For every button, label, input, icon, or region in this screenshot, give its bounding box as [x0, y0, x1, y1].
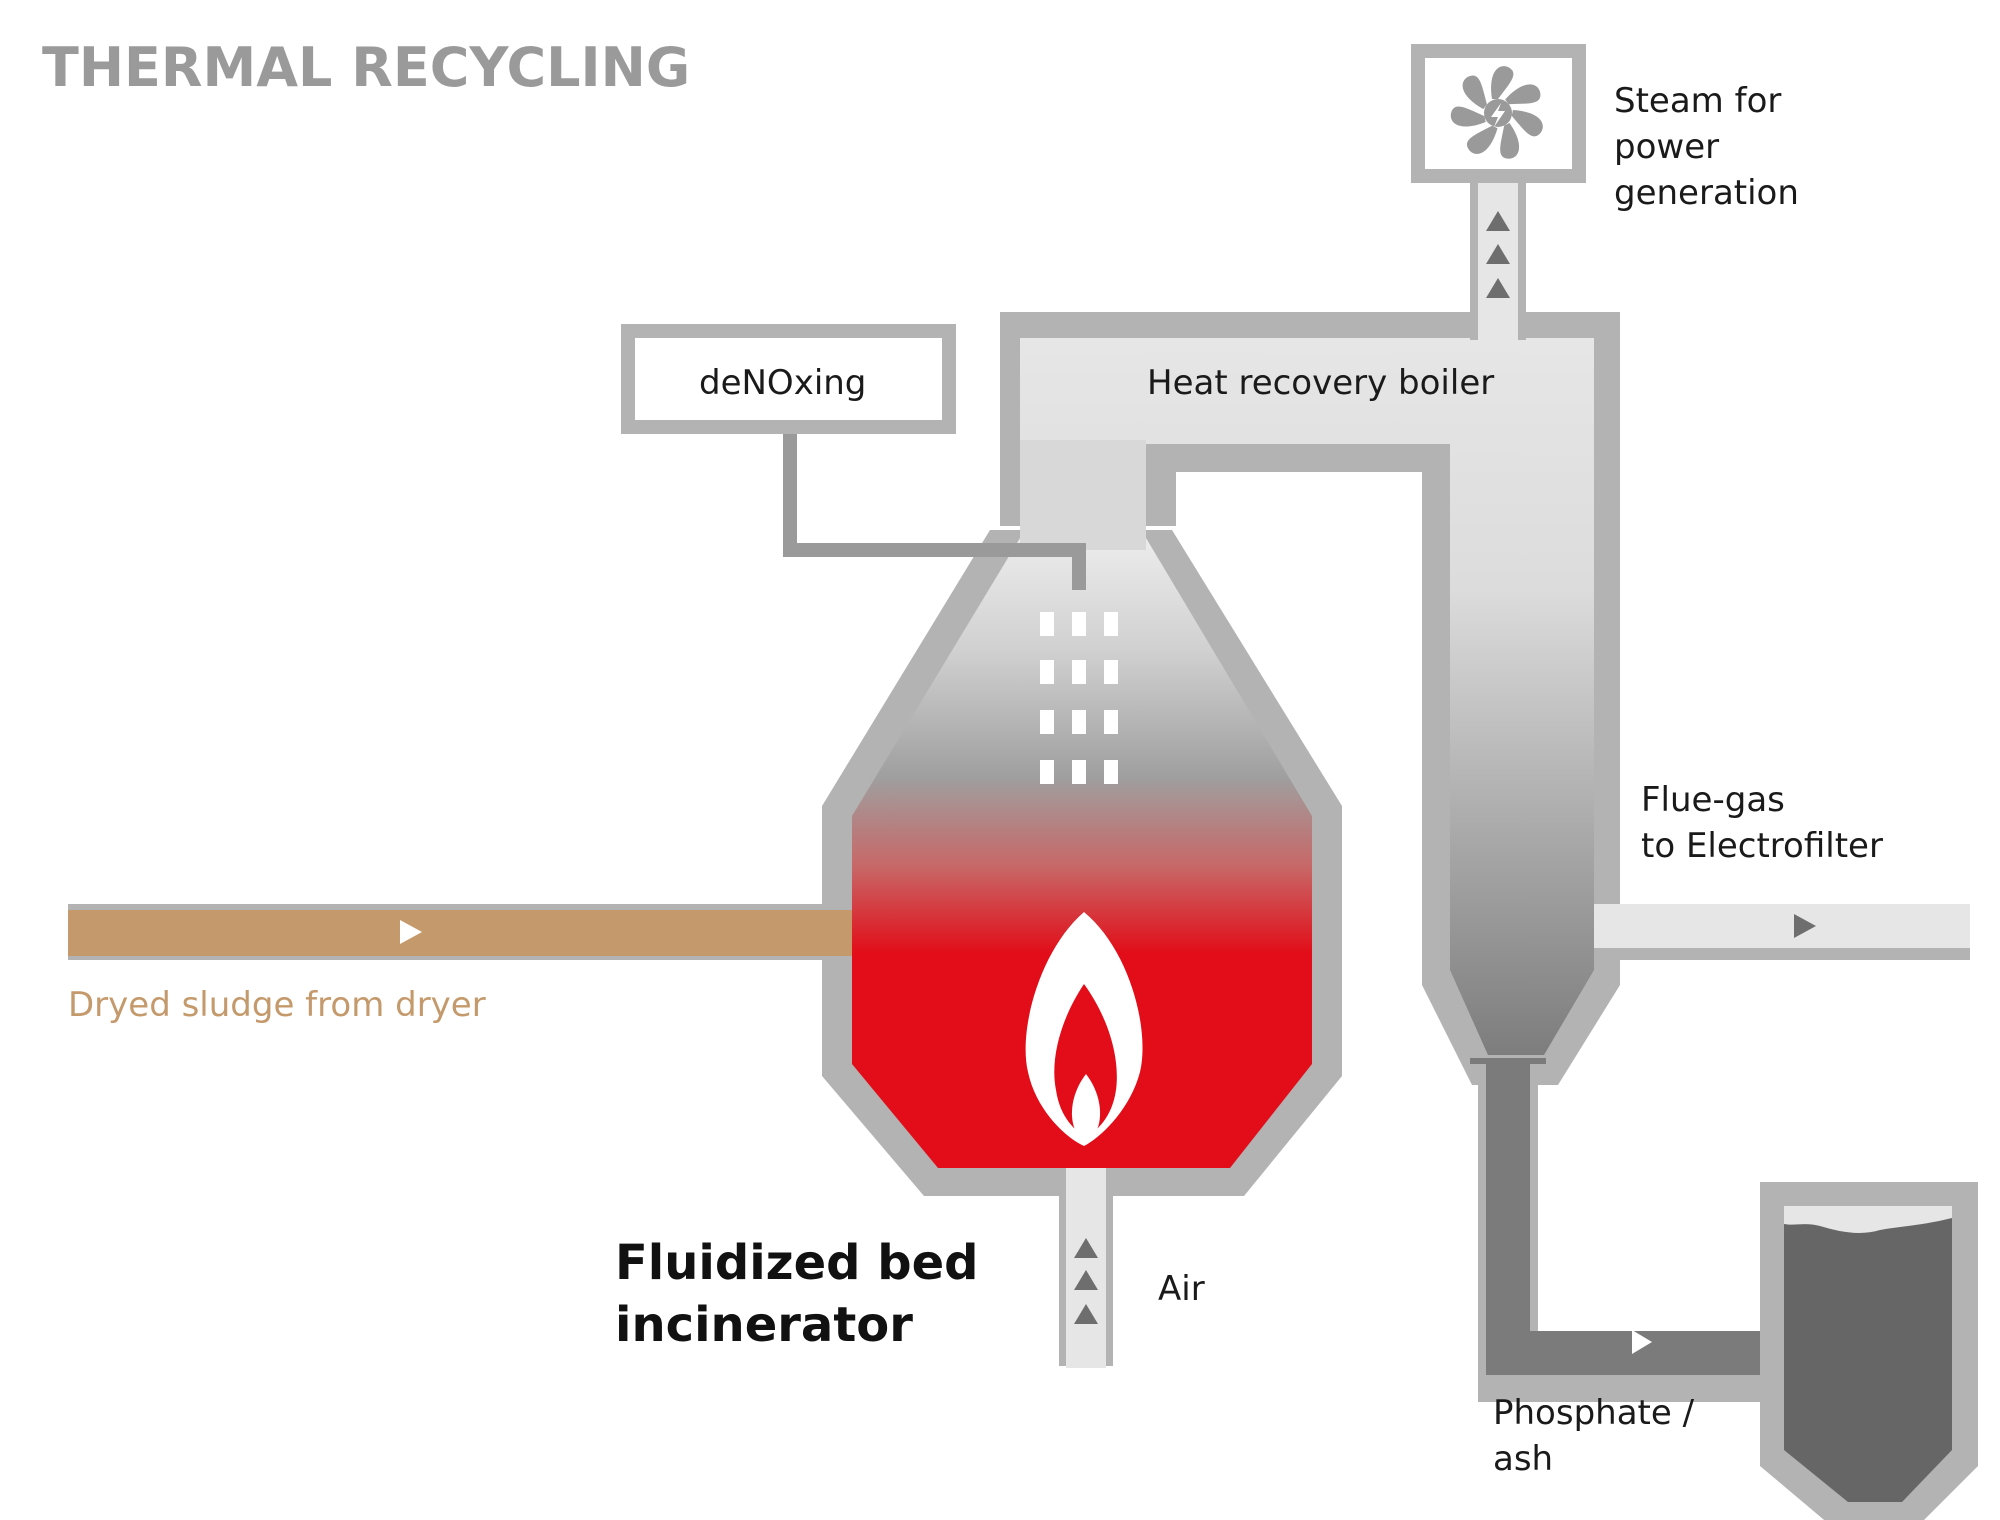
flame-icon	[1025, 912, 1143, 1146]
ash-pipe-wall	[1478, 1060, 1780, 1402]
heat-recovery-boiler-label: Heat recovery boiler	[1147, 363, 1495, 403]
phosphate-label-line2: ash	[1493, 1439, 1554, 1479]
sludge-pipe	[68, 910, 852, 956]
denoxing-label: deNOxing	[699, 363, 867, 403]
flue-gas-pipe	[1594, 904, 1970, 948]
page-title: THERMAL RECYCLING	[42, 36, 691, 99]
steam-label-line1: Steam for	[1614, 81, 1782, 121]
ash-bin-fill	[1784, 1212, 1952, 1502]
dryed-sludge-label: Dryed sludge from dryer	[68, 985, 486, 1025]
air-label: Air	[1158, 1269, 1205, 1309]
flow-arrow-icon	[400, 920, 422, 944]
incinerator-label-line2: incinerator	[615, 1297, 913, 1353]
flue-gas-label-line2: to Electrofilter	[1641, 826, 1883, 866]
phosphate-label-line1: Phosphate /	[1493, 1393, 1695, 1433]
neck-inner	[1020, 440, 1146, 550]
steam-label-line2: power	[1614, 127, 1720, 167]
boiler-inner	[1020, 338, 1594, 1055]
steam-arrows	[1486, 211, 1510, 298]
denoxing-box	[621, 324, 956, 434]
flue-gas-label-line1: Flue-gas	[1641, 780, 1785, 820]
denoxing-duct	[783, 432, 1086, 590]
flow-arrow-icon	[1794, 914, 1816, 938]
incinerator-label-line1: Fluidized bed	[615, 1235, 979, 1291]
ash-bin-top	[1784, 1206, 1952, 1233]
air-arrows	[1074, 1238, 1098, 1324]
injection-nozzles	[1040, 612, 1118, 784]
ash-pipe	[1486, 1060, 1780, 1375]
incinerator-chamber	[852, 538, 1312, 1168]
turbine-icon	[1450, 66, 1543, 159]
flow-arrow-icon	[1632, 1330, 1652, 1354]
air-inlet	[1066, 1168, 1106, 1368]
steam-label-line3: generation	[1614, 173, 1799, 213]
